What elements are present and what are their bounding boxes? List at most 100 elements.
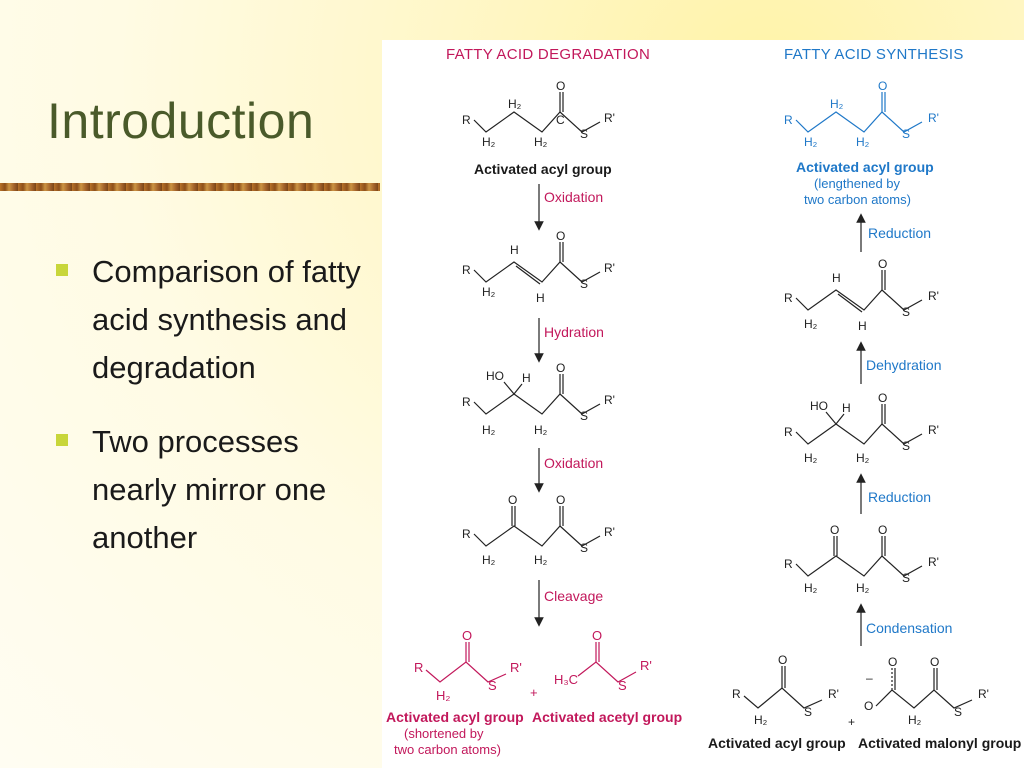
atom-label: O <box>556 79 565 93</box>
atom-label: H <box>522 371 531 385</box>
slide-title: Introduction <box>47 93 315 149</box>
atom-label: S <box>804 705 812 719</box>
degradation-step: Hydration <box>544 324 604 340</box>
deg-bottom-left-label: Activated acyl group <box>386 709 524 725</box>
atom-label: O <box>864 699 873 713</box>
atom-label: R <box>784 113 793 127</box>
atom-label: S <box>902 127 910 141</box>
atom-label: R <box>784 425 793 439</box>
atom-label: O <box>778 653 787 667</box>
atom-label: H <box>510 243 519 257</box>
atom-label: H₃C <box>554 672 578 687</box>
degradation-step: Cleavage <box>544 588 603 604</box>
atom-label: H₂ <box>856 451 870 465</box>
atom-label: S <box>954 705 962 719</box>
bullet-marker-icon <box>56 264 68 276</box>
syn-bottom-right-label: Activated malonyl group <box>858 735 1021 751</box>
atom-label: O <box>930 655 939 669</box>
synthesis-step: Reduction <box>868 225 931 241</box>
atom-label: O <box>878 391 887 405</box>
atom-label: S <box>580 541 588 555</box>
atom-label: – <box>866 671 873 685</box>
atom-label: R' <box>640 658 652 673</box>
syn-top-label: Activated acyl group <box>796 159 934 175</box>
plus-sign: + <box>848 715 855 729</box>
atom-label: H <box>536 291 545 305</box>
synthesis-molecule-2: R H H O H₂ S R' <box>784 257 939 333</box>
atom-label: S <box>580 409 588 423</box>
syn-top-sub: (lengthened by <box>814 176 901 191</box>
synthesis-step: Condensation <box>866 620 952 636</box>
degradation-molecule-4: R O O H₂ H₂ S R' <box>462 493 615 567</box>
atom-label: R <box>732 687 741 701</box>
atom-label: H₂ <box>856 135 870 149</box>
bullet-item: Two processes nearly mirror one another <box>56 418 386 562</box>
synthesis-molecule-1: R O H₂ H₂ H₂ S R' <box>784 79 939 149</box>
atom-label: H₂ <box>534 423 548 437</box>
atom-label: H₂ <box>856 581 870 595</box>
synthesis-molecule-4: R O O H₂ H₂ S R' <box>784 523 939 595</box>
syn-top-sub: two carbon atoms) <box>804 192 911 207</box>
atom-label: R <box>784 291 793 305</box>
atom-label: O <box>556 229 565 243</box>
degradation-molecule-1: R O C H₂ H₂ H₂ S R' <box>462 79 615 149</box>
atom-label: R' <box>604 111 615 125</box>
atom-label: H <box>858 319 867 333</box>
atom-label: H <box>832 271 841 285</box>
atom-label: S <box>580 277 588 291</box>
atom-label: HO <box>486 369 504 383</box>
atom-label: R' <box>978 687 989 701</box>
atom-label: R' <box>928 111 939 125</box>
bullet-item: Comparison of fatty acid synthesis and d… <box>56 248 386 392</box>
atom-label: H₂ <box>804 135 818 149</box>
atom-label: O <box>462 628 472 643</box>
deg-top-label: Activated acyl group <box>474 161 612 177</box>
atom-label: O <box>592 628 602 643</box>
deg-bottom-left-sub: two carbon atoms) <box>394 742 501 757</box>
atom-label: O <box>830 523 839 537</box>
synthesis-molecule-3: R HO H O H₂ H₂ S R' <box>784 391 939 465</box>
diagram-svg: FATTY ACID DEGRADATION FATTY ACID SYNTHE… <box>386 46 1021 757</box>
atom-label: R <box>784 557 793 571</box>
atom-label: H₂ <box>482 553 496 567</box>
bullet-text: Two processes nearly mirror one another <box>92 424 327 555</box>
atom-label: H₂ <box>482 135 496 149</box>
degradation-molecule-2: R H H O H₂ S R' <box>462 229 615 305</box>
atom-label: R <box>462 527 471 541</box>
atom-label: O <box>888 655 897 669</box>
synthesis-step: Dehydration <box>866 357 942 373</box>
atom-label: H₂ <box>804 581 818 595</box>
atom-label: R' <box>604 393 615 407</box>
deg-bottom-left-sub: (shortened by <box>404 726 484 741</box>
atom-label: C <box>556 113 565 127</box>
degradation-step: Oxidation <box>544 455 603 471</box>
atom-label: R' <box>828 687 839 701</box>
atom-label: S <box>902 305 910 319</box>
atom-label: H₂ <box>804 451 818 465</box>
degradation-molecule-3: R HO H O H₂ H₂ S R' <box>462 361 615 437</box>
atom-label: H₂ <box>908 713 922 727</box>
atom-label: O <box>508 493 517 507</box>
atom-label: H₂ <box>482 285 496 299</box>
atom-label: O <box>556 493 565 507</box>
degradation-product-acyl: R O H₂ S R' <box>414 628 522 703</box>
syn-bottom-left-label: Activated acyl group <box>708 735 846 751</box>
degradation-product-acetyl: H₃C O S R' <box>554 628 652 693</box>
atom-label: S <box>902 439 910 453</box>
bullet-marker-icon <box>56 434 68 446</box>
atom-label: H₂ <box>482 423 496 437</box>
atom-label: R <box>462 113 471 127</box>
atom-label: O <box>878 79 887 93</box>
deg-bottom-right-label: Activated acetyl group <box>532 709 682 725</box>
atom-label: H₂ <box>754 713 768 727</box>
atom-label: H <box>842 401 851 415</box>
atom-label: R' <box>604 525 615 539</box>
atom-label: H₂ <box>508 97 522 111</box>
atom-label: S <box>488 678 497 693</box>
atom-label: H₂ <box>436 688 450 703</box>
atom-label: HO <box>810 399 828 413</box>
title-divider <box>0 183 380 191</box>
atom-label: R' <box>604 261 615 275</box>
atom-label: O <box>878 523 887 537</box>
bullet-list: Comparison of fatty acid synthesis and d… <box>56 248 386 588</box>
